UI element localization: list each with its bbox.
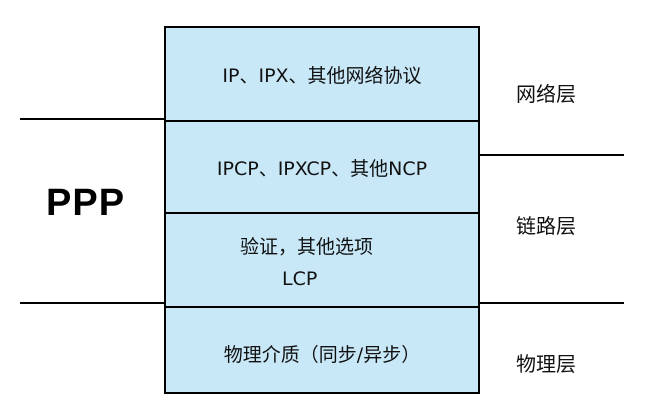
- layer-label-link: 链路层: [516, 214, 576, 238]
- stack-cell-ncp: IPCP、IPXCP、其他NCP: [166, 120, 478, 212]
- lcp-text: LCP: [282, 268, 318, 290]
- ncp-text: IPCP、IPXCP、其他NCP: [216, 157, 428, 180]
- right-divider-bottom: [480, 302, 624, 304]
- physical-media-text: 物理介质（同步/异步）: [223, 343, 421, 366]
- right-divider-top: [480, 154, 624, 156]
- stack-cell-physical-media: 物理介质（同步/异步）: [166, 306, 478, 394]
- stack-cell-network-protocols: IP、IPX、其他网络协议: [166, 28, 478, 120]
- left-divider-top: [20, 118, 164, 120]
- stack-cell-lcp: 验证，其他选项 LCP: [166, 212, 478, 306]
- layer-label-network: 网络层: [516, 82, 576, 106]
- left-divider-bottom: [20, 302, 164, 304]
- ppp-label: PPP: [46, 182, 126, 224]
- lcp-options-text: 验证，其他选项: [240, 236, 374, 258]
- network-protocols-text: IP、IPX、其他网络协议: [222, 64, 422, 87]
- protocol-stack: IP、IPX、其他网络协议 IPCP、IPXCP、其他NCP 验证，其他选项 L…: [164, 26, 480, 394]
- layer-label-physical: 物理层: [516, 352, 576, 376]
